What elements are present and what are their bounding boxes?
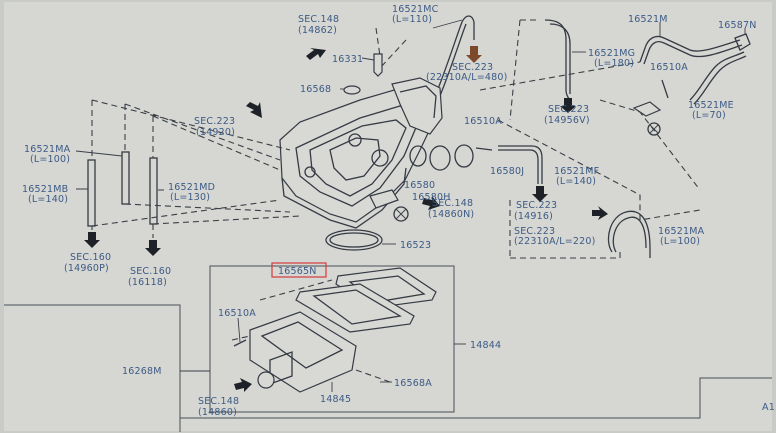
arrow-sec223-14956v	[560, 98, 576, 113]
label-14844: 14844	[470, 340, 501, 351]
valve-body-top	[260, 321, 344, 369]
label-sec160-16118: SEC.160(16118)	[128, 266, 171, 288]
bolt-16510A-mid	[475, 147, 493, 151]
part-16580-c	[454, 144, 474, 168]
arrow-sec223-14920	[246, 102, 262, 118]
x-mark-mid	[393, 206, 409, 222]
hose-16580J	[498, 145, 543, 184]
label-16523: 16523	[400, 240, 431, 251]
leader-16521MC	[432, 19, 463, 29]
leader-16510A-low	[237, 317, 241, 343]
hose-16521M	[639, 35, 741, 63]
bolt-16510A-right	[661, 79, 669, 99]
label-16587N: 16587N	[718, 20, 757, 31]
part-16580-a	[409, 145, 427, 167]
dash-left-hoses-low	[91, 199, 301, 238]
label-16521ME: 16521ME(L=70)	[688, 100, 734, 121]
part-16587N	[734, 33, 751, 51]
leader-16331	[361, 57, 375, 61]
hose-16521MA-right	[607, 210, 651, 258]
part-16568	[343, 85, 361, 95]
label-16521MC: 16521MC(L=110)	[392, 4, 439, 25]
hose-16521ME	[689, 51, 745, 101]
hose-16521M-edge	[643, 41, 743, 65]
label-16521MA-right: 16521MA(L=100)	[658, 226, 705, 247]
bolt-16510A-low	[233, 339, 247, 347]
label-corner-ref: A1	[762, 402, 775, 413]
paper-inner	[4, 2, 772, 431]
label-sec223-14916: SEC.223(14916)	[514, 200, 557, 222]
label-16521MD: 16521MD(L=130)	[168, 182, 215, 203]
dash-left-hoses	[91, 99, 291, 171]
dash-top-4	[599, 99, 701, 191]
label-16510A-low: 16510A	[218, 308, 256, 319]
label-sec223-480: SEC.223(22310A/L=480)	[426, 62, 508, 83]
part-16331	[373, 53, 383, 77]
label-16510A-mid: 16510A	[464, 116, 502, 127]
label-sec223-14920: SEC.223(14920)	[194, 116, 235, 138]
gasket-mid-inner	[312, 289, 402, 325]
part-16523-inner	[329, 232, 379, 248]
label-16521M: 16521M	[628, 14, 668, 25]
label-sec160-14960p: SEC.160(14960P)	[64, 252, 111, 274]
label-14845: 14845	[320, 394, 351, 405]
hose-16580J-edge	[498, 149, 539, 184]
part-16580-b	[429, 145, 451, 171]
label-16521MF: 16521MF(L=140)	[554, 166, 599, 187]
label-16568: 16568	[300, 84, 331, 95]
hose-16521ME-edge	[693, 55, 747, 105]
arrow-sec148-14862	[306, 48, 326, 60]
dash-top-5	[375, 27, 407, 69]
arrow-sec148-14860n	[422, 196, 440, 210]
valve-right	[632, 101, 662, 117]
part-16523	[325, 229, 383, 251]
group-frame-bottom	[180, 377, 772, 419]
label-16521MB: 16521MB(L=140)	[22, 184, 68, 205]
label-16521MG: 16521MG(L=180)	[588, 48, 635, 69]
label-16521MA-left: 16521MA(L=100)	[24, 144, 71, 165]
label-sec223-220: SEC.223(22310A/L=220)	[514, 226, 596, 247]
valve-body-14845	[249, 311, 357, 393]
x-mark-mid-cross	[395, 208, 407, 220]
label-16510A-right: 16510A	[650, 62, 688, 73]
arrow-sec223-14916	[532, 186, 548, 202]
label-16331: 16331	[332, 54, 363, 65]
x-mark-right	[647, 122, 661, 136]
gasket-mid	[295, 283, 415, 333]
dash-top-1	[509, 19, 540, 121]
label-16568A: 16568A	[394, 378, 432, 389]
dash-right-box	[509, 200, 621, 259]
hose-16521MG-edge	[549, 23, 571, 94]
arrow-sec223-220	[592, 206, 608, 220]
arrow-sec160-16118	[145, 240, 161, 256]
label-16565N: 16565N	[278, 266, 317, 277]
dash-box-internal	[231, 279, 391, 383]
dash-top-3	[497, 119, 701, 221]
highlight-16565N	[271, 262, 327, 278]
hose-16521MA-right-edge	[612, 216, 647, 253]
label-16268M: 16268M	[122, 366, 162, 377]
part-16580H	[369, 189, 399, 209]
label-16580J: 16580J	[490, 166, 524, 177]
label-16580H: 16580H	[412, 192, 451, 203]
label-16580: 16580	[404, 180, 435, 191]
box-14844	[209, 265, 455, 413]
arrow-sec148-14860	[234, 378, 252, 392]
collector-body	[279, 77, 443, 229]
label-sec148-top: SEC.148(14862)	[298, 14, 339, 36]
label-sec148-14860: SEC.148(14860)	[198, 396, 239, 418]
leaders-left-hoses	[75, 150, 164, 191]
group-frame-left	[4, 304, 181, 432]
label-sec148-14860n: SEC.148(14860N)	[428, 198, 474, 220]
valve-body-nozzle	[257, 371, 275, 389]
label-sec223-14956v: SEC.223(14956V)	[544, 104, 590, 126]
arrow-sec160-14960p	[84, 232, 100, 248]
arrow-sec223-480	[466, 46, 482, 63]
dash-top-2	[479, 61, 641, 91]
